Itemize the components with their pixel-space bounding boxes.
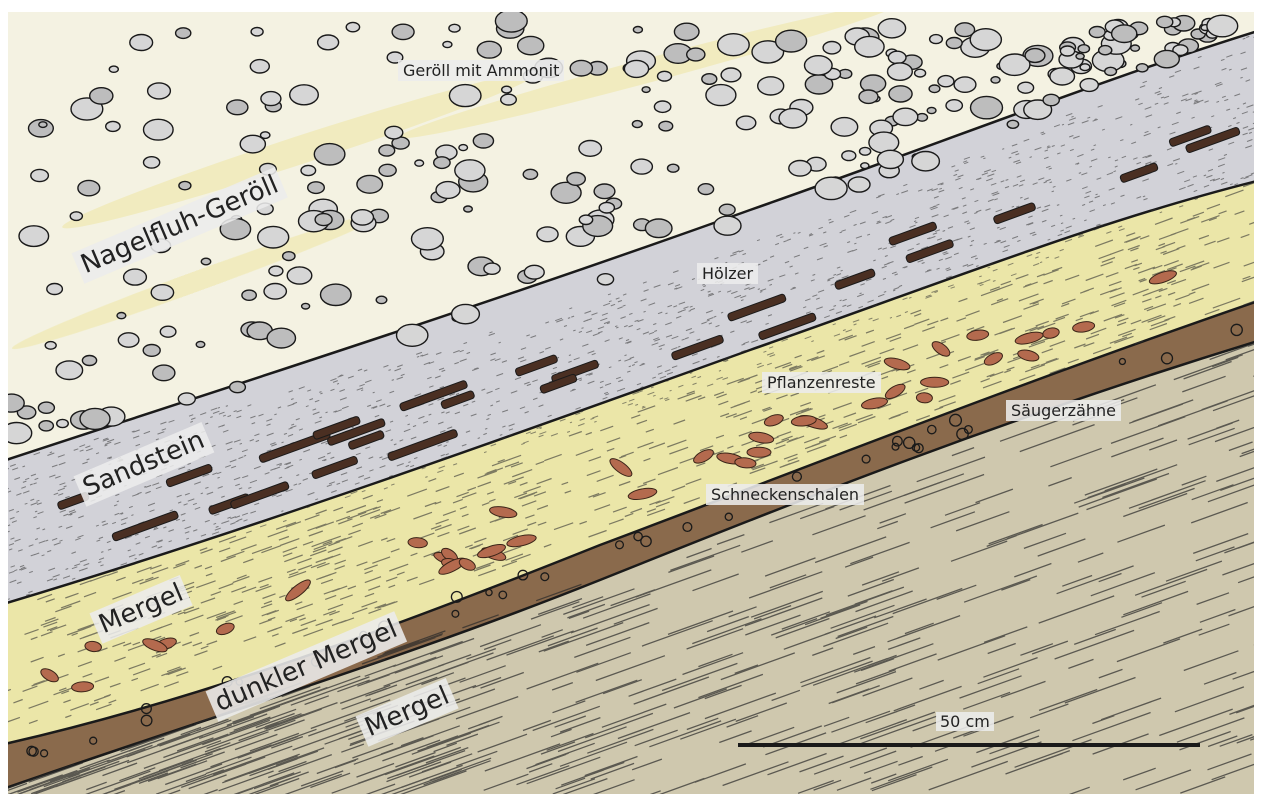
- label-hoelzer: Hölzer: [697, 263, 758, 284]
- label-saeugerzaehne: Säugerzähne: [1006, 400, 1121, 421]
- label-geroell-mit-ammonit: Geröll mit Ammonit: [398, 60, 564, 81]
- scale-label: 50 cm: [936, 712, 994, 731]
- label-pflanzenreste: Pflanzenreste: [762, 372, 881, 393]
- label-schneckenschalen: Schneckenschalen: [706, 484, 864, 505]
